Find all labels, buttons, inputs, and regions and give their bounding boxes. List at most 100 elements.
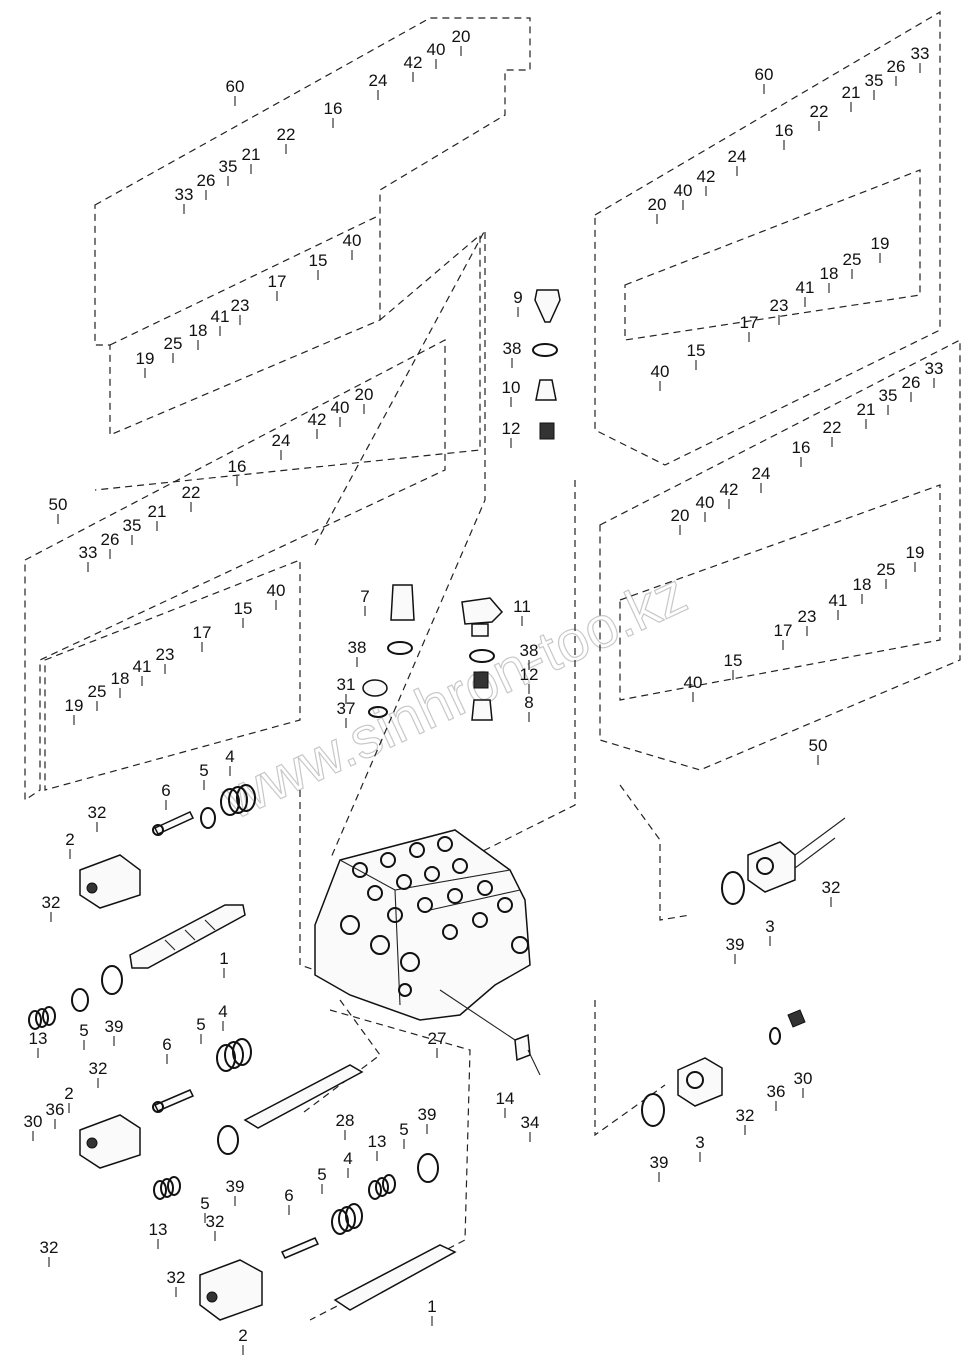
part-callout-c35b: 35 (123, 516, 142, 535)
part-callout-c26a: 26 (197, 171, 216, 190)
ring-39-upper (101, 965, 123, 995)
part-callout-c13a: 13 (29, 1029, 48, 1048)
part-callout-c26b: 26 (101, 530, 120, 549)
part-callout-c32b: 32 (42, 893, 61, 912)
part-callout-c13c: 13 (149, 1220, 168, 1239)
part-callout-c13b: 13 (368, 1132, 387, 1151)
group-50-right-outline (599, 339, 961, 771)
part-callout-c26d: 26 (902, 373, 921, 392)
cap-3-lower (677, 1057, 723, 1107)
plug-11 (461, 597, 504, 637)
group-60-left-outline (94, 17, 531, 436)
part-callout-c39e: 39 (650, 1153, 669, 1172)
part-callout-c19c: 19 (871, 234, 890, 253)
ring-36-right (769, 1027, 781, 1045)
spring-13-middle (153, 1176, 181, 1200)
part-callout-c38b: 38 (348, 638, 367, 657)
bolt-6-middle (152, 1089, 195, 1113)
part-callout-c16b: 16 (228, 457, 247, 476)
part-callout-c40h: 40 (684, 673, 703, 692)
cap-3-upper (747, 841, 796, 893)
watermark-text: www.sinhron-too.kz (212, 560, 696, 832)
valve-ports (340, 836, 529, 997)
part-callout-c35a: 35 (219, 157, 238, 176)
valve-body (314, 829, 531, 1021)
part-callout-c30a: 30 (24, 1112, 43, 1131)
part-callout-c14: 14 (496, 1089, 515, 1108)
part-callout-c41c: 41 (796, 278, 815, 297)
part-callout-c41b: 41 (133, 657, 152, 676)
part-callout-c15b: 15 (234, 599, 253, 618)
fitting-7 (390, 584, 415, 621)
part-callout-c27: 27 (428, 1029, 447, 1048)
part-callout-c25c: 25 (843, 250, 862, 269)
part-callout-c50a: 50 (49, 495, 68, 514)
part-callout-c41a: 41 (211, 307, 230, 326)
part-callout-c24c: 24 (728, 147, 747, 166)
part-callout-c22b: 22 (182, 483, 201, 502)
part-callout-c32a: 32 (88, 803, 107, 822)
part-callout-c10: 10 (502, 378, 521, 397)
part-callout-c1a: 1 (219, 949, 228, 968)
part-callout-c40b: 40 (343, 231, 362, 250)
part-callout-c20a: 20 (452, 27, 471, 46)
part-callout-c23d: 23 (798, 607, 817, 626)
part-callout-c31: 31 (337, 675, 356, 694)
part-callout-c35d: 35 (879, 386, 898, 405)
part-callout-c24b: 24 (272, 431, 291, 450)
part-callout-c36b: 36 (767, 1082, 786, 1101)
part-callout-c33b: 33 (79, 543, 98, 562)
part-callout-c4b: 4 (218, 1002, 227, 1021)
spool-upper (129, 904, 246, 969)
part-callout-c5b: 5 (79, 1021, 88, 1040)
group-50-right-inner (619, 484, 941, 701)
center-leader-lines (299, 229, 691, 976)
part-callout-c26c: 26 (887, 57, 906, 76)
bottom-leader-lines (299, 999, 666, 1321)
part-callout-c34: 34 (521, 1113, 540, 1132)
part-callout-c23a: 23 (231, 296, 250, 315)
part-callout-c40g: 40 (696, 493, 715, 512)
part-callout-c7: 7 (360, 587, 369, 606)
part-callout-c42b: 42 (308, 410, 327, 429)
part-callout-c8: 8 (524, 693, 533, 712)
part-callout-c23c: 23 (770, 296, 789, 315)
fitting-9 (534, 289, 561, 323)
plate-14 (439, 989, 541, 1076)
part-callout-c32e: 32 (40, 1238, 59, 1257)
cap-2-bottom (199, 1259, 263, 1321)
ring-39-middle (217, 1125, 239, 1155)
plug-30-right (787, 1009, 806, 1028)
part-callout-c21a: 21 (242, 145, 261, 164)
spring-13-bottom (368, 1174, 396, 1200)
part-callout-c37: 37 (337, 699, 356, 718)
part-callout-c22d: 22 (823, 418, 842, 437)
part-callout-c40d: 40 (267, 581, 286, 600)
part-callout-c17c: 17 (740, 313, 759, 332)
part-callout-c36a: 36 (46, 1100, 65, 1119)
part-callout-c33d: 33 (925, 359, 944, 378)
part-callout-c9: 9 (513, 288, 522, 307)
part-callout-c42c: 42 (697, 167, 716, 186)
part-callout-c32h: 32 (736, 1106, 755, 1125)
part-callout-c20c: 20 (648, 195, 667, 214)
part-callout-c3b: 3 (695, 1133, 704, 1152)
part-callout-c6b: 6 (162, 1035, 171, 1054)
part-callout-c24d: 24 (752, 464, 771, 483)
part-callout-c25d: 25 (877, 560, 896, 579)
part-callout-c5c: 5 (196, 1015, 205, 1034)
part-callout-c22a: 22 (277, 125, 296, 144)
part-callout-c16d: 16 (792, 438, 811, 457)
part-callout-c25a: 25 (164, 334, 183, 353)
ring-37 (368, 706, 388, 718)
ring-38-top (532, 343, 558, 357)
part-callout-c15a: 15 (309, 251, 328, 270)
part-callout-c3a: 3 (765, 917, 774, 936)
part-callout-c40a: 40 (427, 40, 446, 59)
part-callout-c19b: 19 (65, 696, 84, 715)
part-callout-c20d: 20 (671, 506, 690, 525)
spool-28 (243, 1064, 364, 1129)
group-50-left-outline (24, 339, 446, 802)
